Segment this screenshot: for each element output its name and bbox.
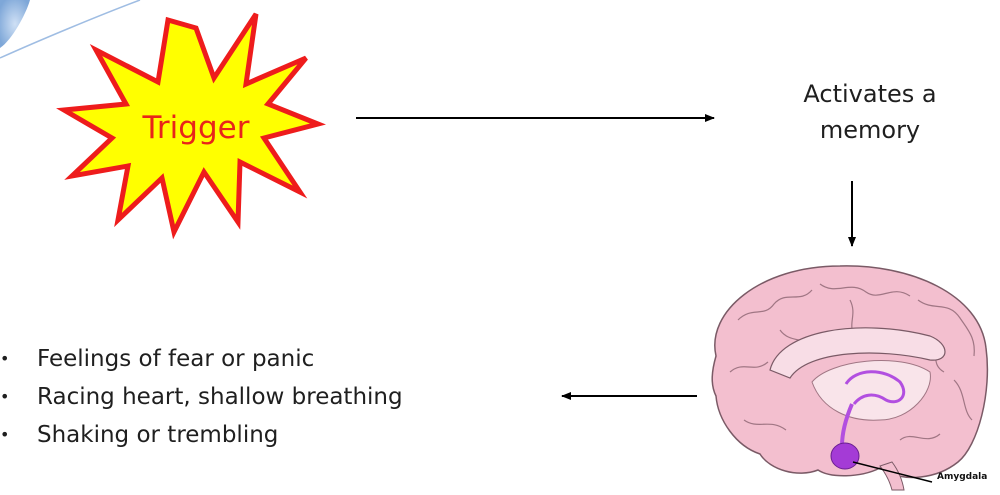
- effect-item: • Feelings of fear or panic: [0, 340, 403, 378]
- amygdala-label: Amygdala: [937, 472, 987, 482]
- effect-text: Shaking or trembling: [37, 422, 278, 448]
- bullet-icon: •: [0, 378, 10, 416]
- corner-decoration: [0, 0, 140, 58]
- bullet-icon: •: [0, 340, 10, 378]
- effect-text: Feelings of fear or panic: [37, 346, 314, 372]
- effects-list: • Feelings of fear or panic • Racing heart…: [0, 340, 403, 454]
- effect-item: • Shaking or trembling: [0, 416, 403, 454]
- amygdala-marker: [831, 443, 859, 469]
- effect-item: • Racing heart, shallow breathing: [0, 378, 403, 416]
- brain-illustration: [712, 266, 987, 490]
- bullet-icon: •: [0, 416, 10, 454]
- effect-text: Racing heart, shallow breathing: [37, 384, 403, 410]
- trigger-label: Trigger: [136, 110, 256, 146]
- memory-label: Activates a memory: [785, 76, 955, 148]
